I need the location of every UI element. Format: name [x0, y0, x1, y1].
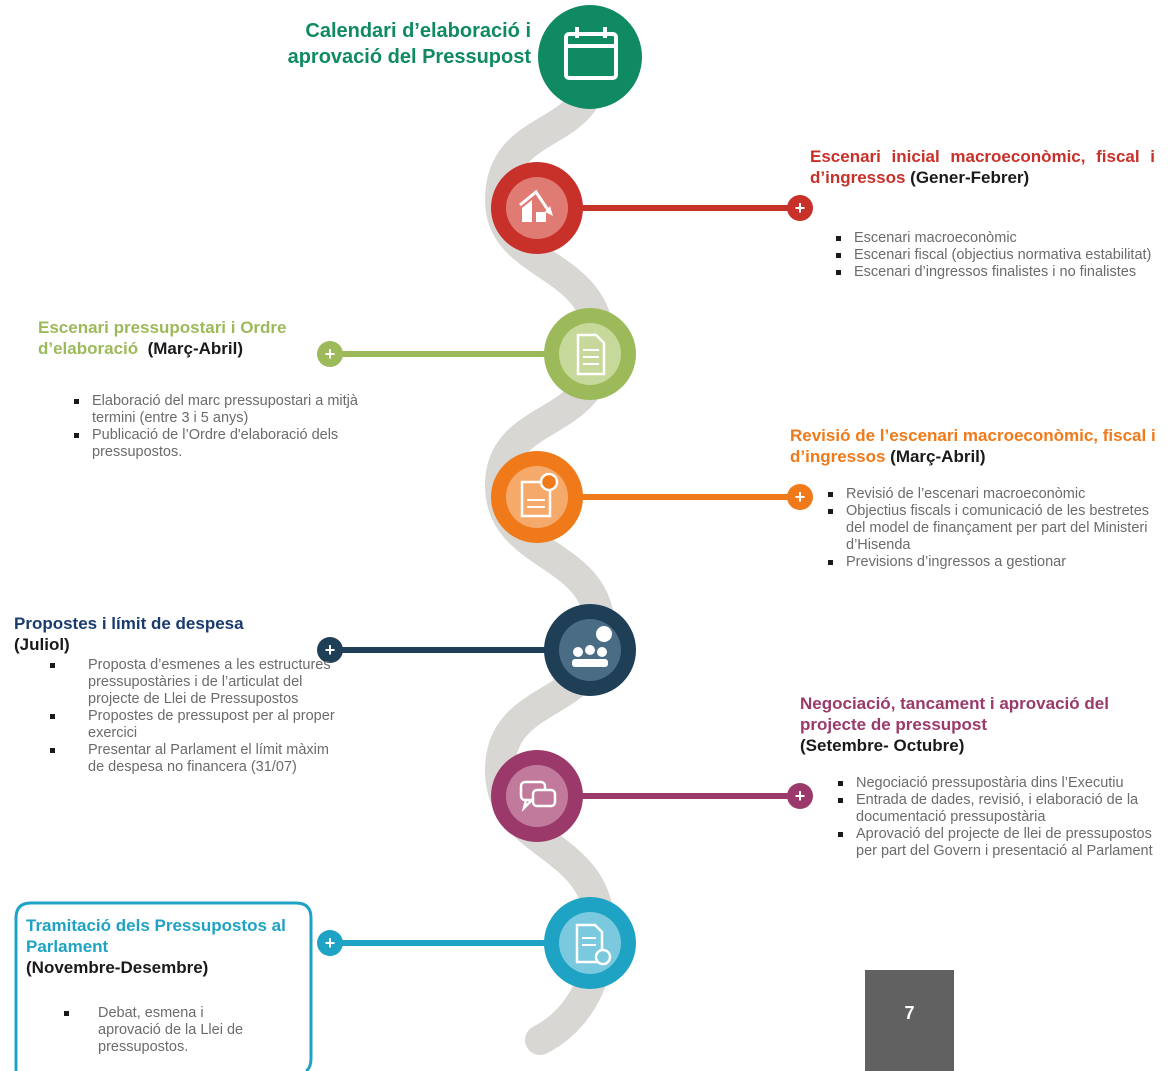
stage-2-title: Escenari pressupostari i Ordre d’elabora…: [38, 318, 287, 358]
stage-circle-4: [544, 604, 636, 696]
list-item: Presentar al Parlament el límit màxim de…: [46, 742, 346, 776]
page-title: Calendari d’elaboració i aprovació del P…: [287, 20, 531, 68]
stage-1-bullets: Escenari macroeconòmic Escenari fiscal (…: [832, 230, 1162, 281]
list-item: Previsions d’ingressos a gestionar: [824, 554, 1159, 571]
stage-circle-6: [544, 897, 636, 989]
stage-4-title: Propostes i límit de despesa(Juliol): [14, 614, 244, 654]
list-item: Escenari d’ingressos finalistes i no fin…: [832, 264, 1162, 281]
list-item: Debat, esmena i aprovació de la Llei de …: [60, 1005, 260, 1056]
list-item: Elaboració del marc pressupostari a mitj…: [70, 393, 370, 427]
plus-icon: +: [795, 487, 806, 507]
plus-icon: +: [325, 344, 336, 364]
stage-1-title: Escenari inicial macroeconòmic, fiscal i…: [810, 147, 1155, 187]
stage-2-bullets: Elaboració del marc pressupostari a mitj…: [70, 393, 370, 461]
expand-button-2[interactable]: [317, 341, 343, 367]
expand-button-6[interactable]: [317, 930, 343, 956]
list-item: Proposta d’esmenes a les estructures pre…: [46, 657, 346, 708]
stage-4-bullets: Proposta d’esmenes a les estructures pre…: [46, 657, 346, 776]
list-item: Propostes de pressupost per al proper ex…: [46, 708, 346, 742]
stage-3-bullets: Revisió de l’escenari macroeconòmic Obje…: [824, 486, 1159, 571]
expand-button-1[interactable]: [787, 195, 813, 221]
plus-icon: +: [325, 933, 336, 953]
plus-icon: +: [795, 786, 806, 806]
list-item: Escenari macroeconòmic: [832, 230, 1162, 247]
stage-6-title: Tramitació dels Pressupostos al Parlamen…: [26, 916, 286, 977]
list-item: Negociació pressupostària dins l’Executi…: [834, 775, 1154, 792]
list-item: Aprovació del projecte de llei de pressu…: [834, 826, 1154, 860]
expand-button-3[interactable]: [787, 484, 813, 510]
calendar-icon: [564, 27, 618, 80]
list-item: Revisió de l’escenari macroeconòmic: [824, 486, 1159, 503]
page-number-tab: 7: [865, 970, 954, 1071]
stage-6-bullets: Debat, esmena i aprovació de la Llei de …: [60, 1005, 260, 1056]
expand-button-4[interactable]: [317, 637, 343, 663]
stage-circle-1: [491, 162, 583, 254]
stage-5-title: Negociació, tancament i aprovació del pr…: [800, 694, 1109, 755]
plus-icon: +: [795, 198, 806, 218]
expand-button-5[interactable]: [787, 783, 813, 809]
header-circle: [538, 5, 642, 109]
list-item: Objectius fiscals i comunicació de les b…: [824, 503, 1159, 554]
stage-circle-5: [491, 750, 583, 842]
page-number: 7: [904, 1003, 915, 1023]
plus-icon: +: [325, 640, 336, 660]
list-item: Entrada de dades, revisió, i elaboració …: [834, 792, 1154, 826]
stage-circle-2: [544, 308, 636, 400]
list-item: Escenari fiscal (objectius normativa est…: [832, 247, 1162, 264]
stage-3-title: Revisió de l’escenari macroeconòmic, fis…: [790, 426, 1156, 466]
stage-6-frame: [14, 901, 313, 1071]
stage-circle-3: [491, 451, 583, 543]
list-item: Publicació de l’Ordre d'elaboració dels …: [70, 427, 370, 461]
stage-5-bullets: Negociació pressupostària dins l’Executi…: [834, 775, 1154, 860]
